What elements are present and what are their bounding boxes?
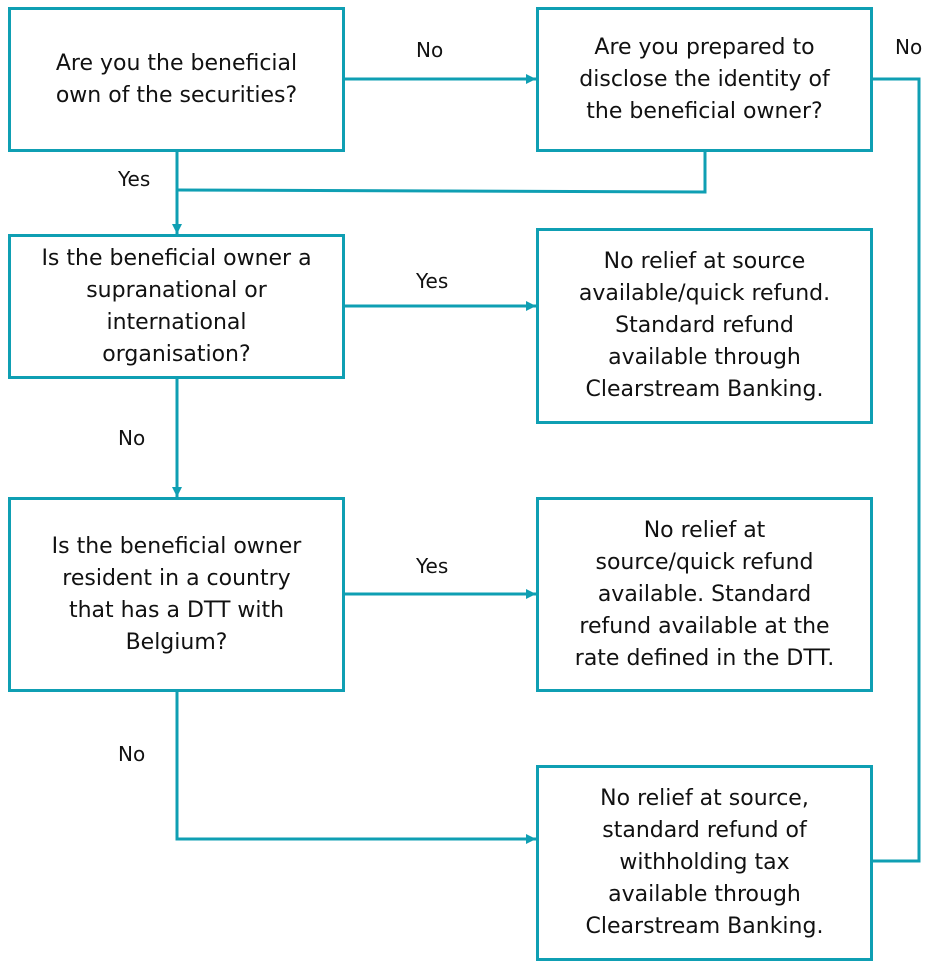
- label-no-q4-to-r3: No: [118, 742, 146, 766]
- connector-q2-to-merge: [176, 152, 707, 194]
- label-no-q1-to-q2: No: [416, 38, 444, 62]
- result-no-relief-clearstream-box: No relief at source available/quick refu…: [536, 228, 873, 424]
- question-dtt-resident-box: Is the beneficial owner resident in a co…: [8, 497, 345, 692]
- label-yes-q3-to-r1: Yes: [416, 269, 449, 293]
- label-yes-q4-to-r2: Yes: [416, 554, 449, 578]
- result-no-relief-dtt-box: No relief at source/quick refund availab…: [536, 497, 873, 692]
- result-no-relief-withholding-box: No relief at source, standard refund of …: [536, 765, 873, 961]
- question-disclose-identity-box: Are you prepared to disclose the identit…: [536, 7, 873, 152]
- connector-q2-to-r3: [873, 77, 921, 863]
- label-no-q2-to-r3: No: [895, 35, 923, 59]
- arrow-q4-to-r3: [175, 691, 536, 844]
- label-yes-q1-to-q3: Yes: [118, 167, 151, 191]
- question-beneficial-own-box: Are you the beneficial own of the securi…: [8, 7, 345, 152]
- question-supranational-box: Is the beneficial owner a supranational …: [8, 234, 345, 379]
- label-no-q3-to-q4: No: [118, 426, 146, 450]
